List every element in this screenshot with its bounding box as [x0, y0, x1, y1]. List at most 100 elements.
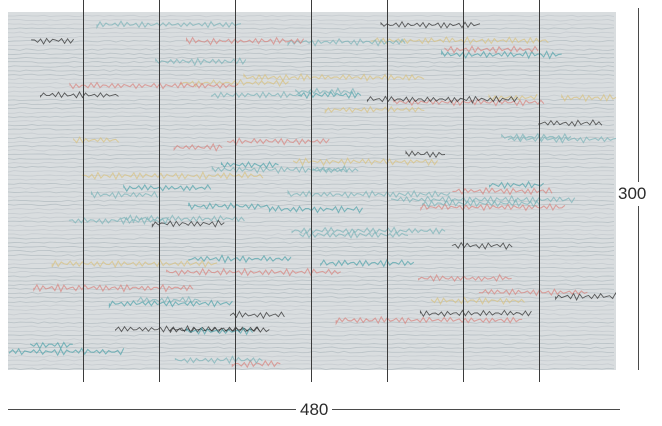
- script-texture-line: [8, 228, 615, 232]
- script-texture-line: [8, 119, 615, 123]
- handwriting-stroke: [561, 93, 616, 103]
- script-texture-line: [8, 102, 615, 106]
- script-texture-line: [8, 275, 615, 278]
- script-texture-line: [8, 279, 615, 282]
- script-texture-line: [8, 52, 615, 56]
- script-texture-line: [8, 300, 615, 303]
- handwriting-stroke: [287, 37, 406, 47]
- panel-seam: [235, 0, 236, 382]
- handwriting-stroke: [420, 202, 566, 212]
- handwriting-stroke: [293, 157, 439, 167]
- handwriting-stroke: [174, 355, 263, 365]
- script-texture-line: [8, 291, 615, 295]
- script-texture-line: [8, 86, 615, 89]
- script-texture-line: [8, 354, 615, 358]
- script-texture-line: [8, 157, 615, 161]
- handwriting-stroke: [33, 282, 194, 293]
- handwriting-stroke: [478, 288, 588, 297]
- script-texture-line: [8, 216, 614, 219]
- handwriting-stroke: [422, 198, 541, 209]
- handwriting-stroke: [9, 347, 125, 357]
- script-texture-line: [8, 199, 615, 203]
- script-texture-line: [8, 165, 615, 169]
- handwriting-stroke: [229, 310, 285, 320]
- handwriting-stroke: [489, 180, 544, 190]
- script-texture-line: [8, 317, 614, 320]
- script-texture-line: [8, 65, 615, 68]
- handwriting-stroke: [186, 36, 305, 46]
- handwriting-stroke: [441, 49, 562, 60]
- handwriting-stroke: [188, 254, 292, 264]
- script-texture-line: [8, 44, 615, 47]
- script-texture-line: [8, 23, 615, 26]
- script-texture-line: [8, 249, 615, 253]
- script-texture-line: [8, 132, 615, 135]
- script-texture-line: [8, 60, 615, 64]
- script-texture-line: [8, 35, 615, 39]
- handwriting-stroke: [137, 295, 202, 304]
- handwriting-stroke: [366, 95, 518, 104]
- handwriting-stroke: [211, 164, 348, 175]
- handwriting-stroke: [451, 241, 513, 251]
- script-texture-line: [8, 266, 615, 270]
- handwriting-stroke: [444, 45, 539, 54]
- handwriting-stroke: [151, 219, 225, 228]
- handwriting-stroke: [312, 167, 359, 174]
- script-texture-line: [8, 90, 614, 93]
- panel-seam: [83, 0, 84, 382]
- panel-seam: [463, 0, 464, 382]
- script-texture-line: [8, 241, 615, 244]
- handwriting-stroke: [186, 326, 254, 336]
- script-texture-line: [8, 18, 615, 22]
- handwriting-stroke: [488, 93, 538, 102]
- script-texture-line: [8, 325, 615, 329]
- script-texture-line: [8, 338, 615, 341]
- script-texture-line: [8, 312, 614, 316]
- script-texture-line: [8, 363, 615, 366]
- handwriting-stroke: [220, 160, 279, 169]
- handwriting-stroke: [211, 90, 303, 100]
- wallpaper-pattern: [8, 12, 616, 370]
- script-texture-line: [8, 73, 615, 77]
- script-texture-line: [8, 237, 615, 240]
- script-texture-line: [8, 111, 615, 114]
- handwriting-stroke: [418, 273, 512, 283]
- handwriting-stroke: [173, 142, 223, 152]
- script-texture-line: [8, 329, 615, 333]
- handwriting-stroke: [231, 359, 281, 369]
- handwriting-stroke: [405, 150, 446, 159]
- handwriting-stroke: [82, 170, 264, 181]
- handwriting-stroke: [227, 137, 330, 146]
- handwritten-script-texture: [8, 14, 616, 370]
- handwriting-stroke: [324, 105, 425, 114]
- script-texture-line: [8, 333, 615, 337]
- handwriting-stroke: [180, 78, 289, 88]
- script-texture-line: [8, 304, 615, 308]
- width-dimension-label: 480: [296, 400, 333, 420]
- handwriting-stroke: [108, 299, 233, 309]
- script-texture-line: [8, 262, 615, 266]
- handwriting-stroke: [391, 194, 576, 205]
- script-texture-line: [8, 186, 615, 190]
- handwriting-stroke: [295, 86, 357, 96]
- handwriting-stroke: [188, 202, 271, 211]
- script-texture-line: [8, 144, 615, 148]
- script-texture-line: [8, 27, 615, 30]
- script-texture-line: [8, 107, 615, 110]
- handwriting-stroke: [69, 81, 239, 90]
- script-texture-line: [8, 233, 614, 236]
- handwriting-stroke: [243, 72, 425, 83]
- handwriting-stroke: [452, 186, 553, 196]
- handwriting-stroke: [507, 135, 616, 144]
- handwriting-stroke: [299, 229, 409, 239]
- handwriting-stroke: [501, 132, 572, 142]
- script-texture-line: [8, 321, 615, 324]
- script-texture-line: [8, 212, 615, 215]
- handwriting-stroke: [30, 341, 73, 350]
- handwriting-stroke: [297, 90, 362, 100]
- script-texture-line: [8, 296, 615, 299]
- panel-seam: [539, 0, 540, 382]
- script-texture-line: [8, 69, 615, 72]
- script-texture-line: [8, 170, 615, 173]
